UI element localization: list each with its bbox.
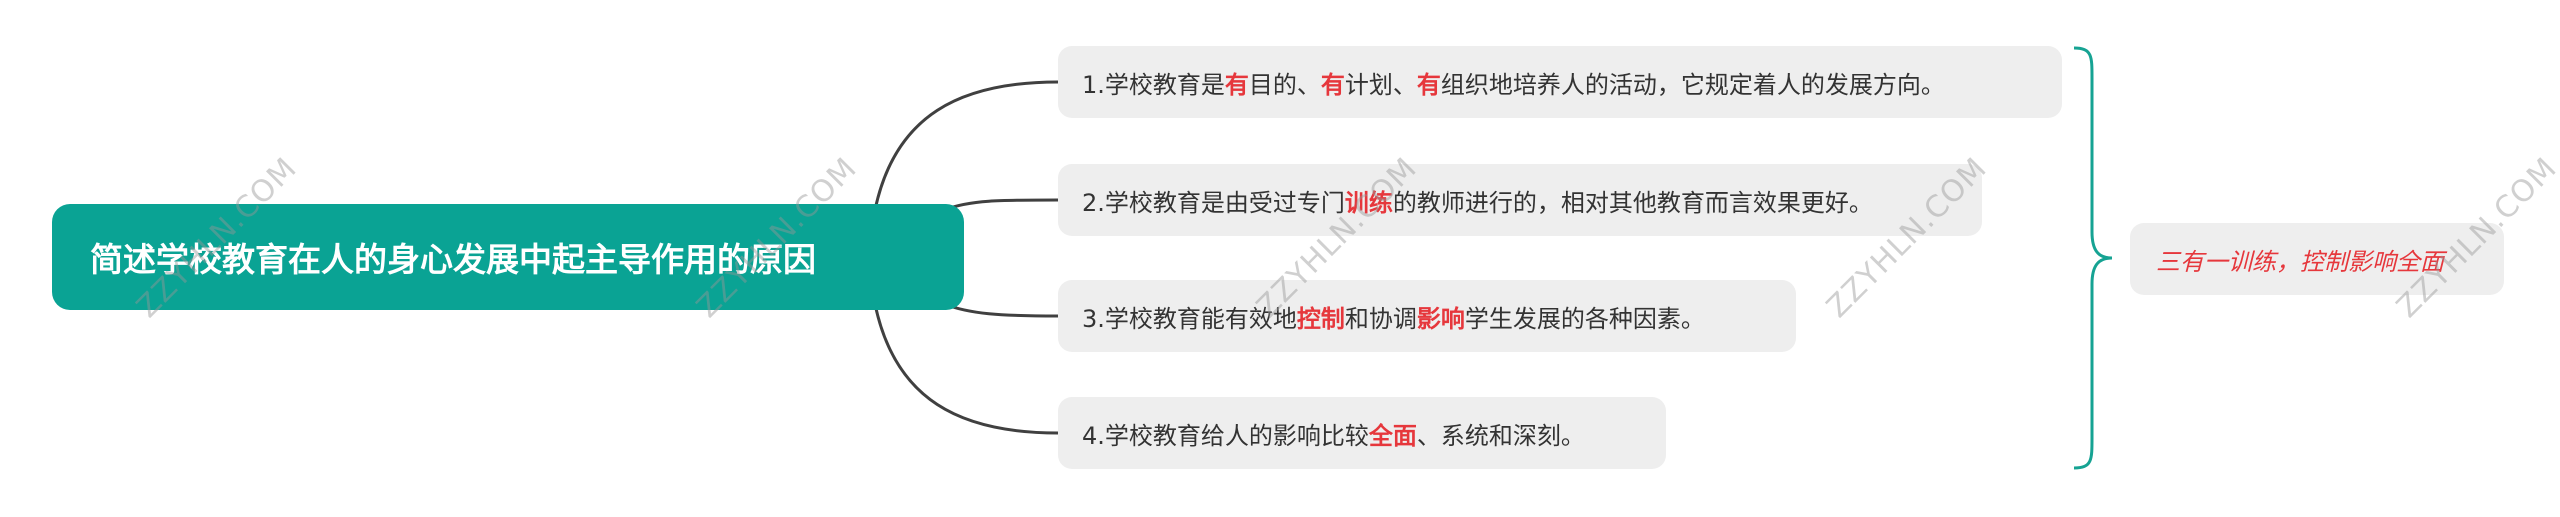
- summary-brace: [2073, 46, 2113, 470]
- branch-node-4[interactable]: 4.学校教育给人的影响比较全面、系统和深刻。: [1058, 397, 1666, 469]
- node-text: 2.学校教育是由受过专门: [1082, 188, 1345, 217]
- branch-node-3[interactable]: 3.学校教育能有效地控制和协调影响学生发展的各种因素。: [1058, 280, 1796, 352]
- connector-branch-3: [943, 302, 1059, 318]
- highlight-text: 有: [1224, 70, 1249, 99]
- connector-branch-2: [943, 198, 1059, 212]
- connector-branch-1: [873, 80, 1059, 211]
- node-text: 4.学校教育给人的影响比较: [1082, 421, 1369, 450]
- highlight-text: 控制: [1296, 304, 1345, 333]
- node-text: 目的、: [1248, 70, 1321, 99]
- root-topic[interactable]: 简述学校教育在人的身心发展中起主导作用的原因: [52, 204, 964, 310]
- summary-node[interactable]: 三有一训练，控制影响全面: [2130, 223, 2504, 295]
- root-title: 简述学校教育在人的身心发展中起主导作用的原因: [90, 240, 816, 279]
- summary-text: 三有一训练，控制影响全面: [2156, 247, 2444, 276]
- node-text: 和协调: [1344, 304, 1417, 333]
- node-text: 的教师进行的，相对其他教育而言效果更好。: [1392, 188, 1873, 217]
- node-text: 1.学校教育是: [1082, 70, 1225, 99]
- branch-node-1[interactable]: 1.学校教育是有目的、有计划、有组织地培养人的活动，它规定着人的发展方向。: [1058, 46, 2062, 118]
- node-text: 、系统和深刻。: [1416, 421, 1585, 450]
- highlight-text: 有: [1320, 70, 1345, 99]
- node-text: 组织地培养人的活动，它规定着人的发展方向。: [1440, 70, 1945, 99]
- node-text: 计划、: [1344, 70, 1417, 99]
- connector-branch-4: [873, 303, 1059, 435]
- highlight-text: 影响: [1416, 304, 1465, 333]
- highlight-text: 全面: [1368, 421, 1417, 450]
- highlight-text: 训练: [1344, 188, 1393, 217]
- highlight-text: 有: [1416, 70, 1441, 99]
- node-text: 3.学校教育能有效地: [1082, 304, 1297, 333]
- node-text: 学生发展的各种因素。: [1464, 304, 1705, 333]
- branch-node-2[interactable]: 2.学校教育是由受过专门训练的教师进行的，相对其他教育而言效果更好。: [1058, 164, 1982, 236]
